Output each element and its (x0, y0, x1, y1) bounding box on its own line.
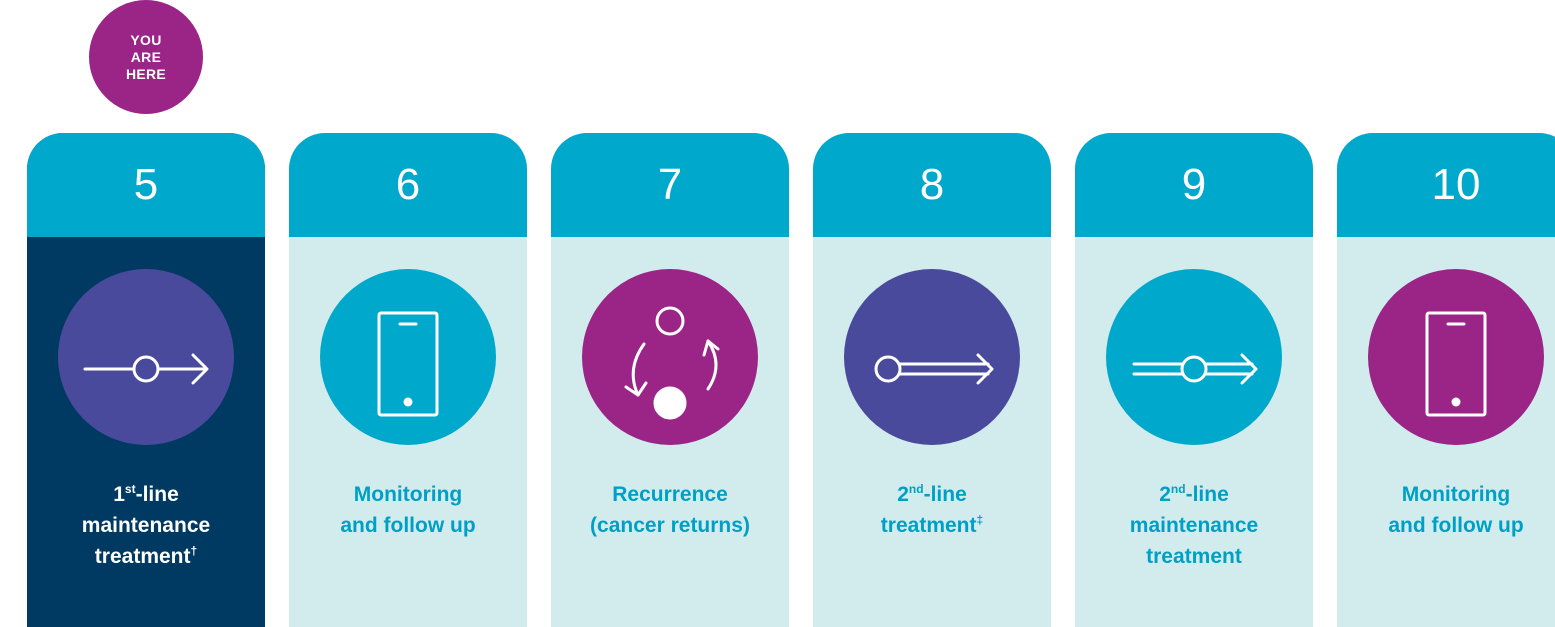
mobile-phone-icon (320, 269, 496, 445)
recurrence-cycle-icon (582, 269, 758, 445)
step-card-7[interactable]: 7 Recurrence (cancer returns) (551, 133, 789, 627)
badge-line-2: ARE (130, 48, 162, 65)
step-number: 10 (1337, 133, 1555, 237)
step-label: 2nd-line treatment‡ (880, 482, 984, 537)
step-card-10[interactable]: 10 Monitoring and follow up (1337, 133, 1555, 627)
step-card-9[interactable]: 9 2nd-line maintenance treatment (1075, 133, 1313, 627)
step-label: 1st-line maintenance treatment† (81, 482, 211, 568)
step-number: 7 (551, 133, 789, 237)
step-label: Recurrence (cancer returns) (590, 483, 750, 537)
arrow-start-icon (58, 269, 234, 445)
step-number: 9 (1075, 133, 1313, 237)
step-label: Monitoring and follow up (1388, 483, 1524, 537)
double-line-arrow-through-icon (1106, 269, 1282, 445)
mobile-phone-icon (1368, 269, 1544, 445)
step-number: 5 (27, 133, 265, 237)
step-card-6[interactable]: 6 Monitoring and follow up (289, 133, 527, 627)
step-card-5[interactable]: 5 1st-line maintenance treatment† (27, 133, 265, 627)
step-number: 8 (813, 133, 1051, 237)
double-line-arrow-icon (844, 269, 1020, 445)
badge-line-3: HERE (125, 65, 167, 82)
step-label: Monitoring and follow up (340, 483, 476, 537)
step-label: 2nd-line maintenance treatment (1129, 482, 1259, 568)
step-number: 6 (289, 133, 527, 237)
badge-line-1: YOU (130, 31, 162, 48)
you-are-here-badge: YOU ARE HERE (89, 0, 203, 114)
step-card-8[interactable]: 8 2nd-line treatment‡ (813, 133, 1051, 627)
